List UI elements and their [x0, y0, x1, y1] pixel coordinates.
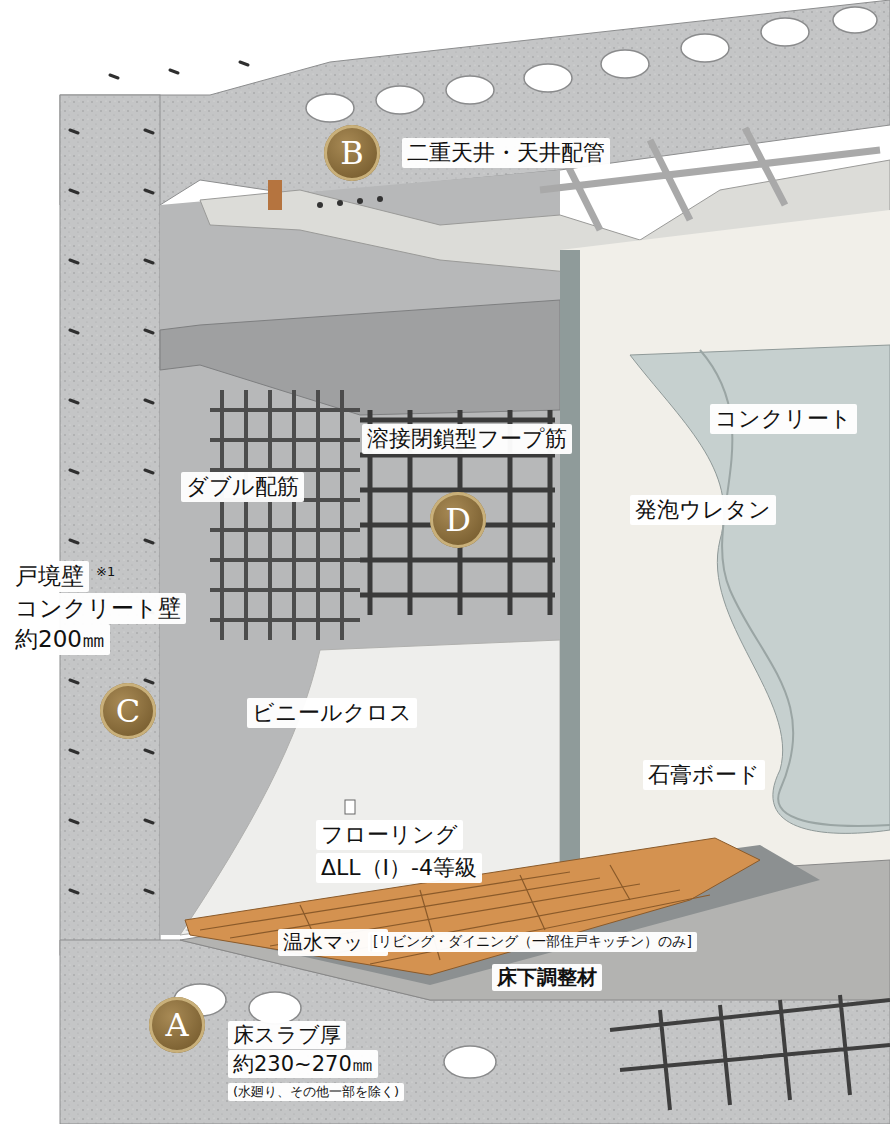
- ceiling-pipes: [268, 180, 383, 210]
- part-label: 石膏ボード: [643, 760, 765, 790]
- part-label: (水廻り、その他一部を除く): [228, 1083, 404, 1101]
- part-label: 約200㎜: [10, 624, 110, 655]
- flooring: [185, 838, 760, 975]
- floor-rebar: [610, 995, 890, 1110]
- part-label: 溶接閉鎖型フープ筋: [362, 424, 572, 454]
- part-label: コンクリート壁: [10, 593, 186, 624]
- part-label: コンクリート: [710, 404, 857, 434]
- callout-letter: C: [116, 692, 140, 730]
- part-label: 二重天井・天井配管: [402, 138, 610, 168]
- part-label: 床下調整材: [492, 964, 602, 991]
- back-wall: [160, 170, 560, 935]
- callout-letter: A: [165, 1006, 188, 1044]
- callout-circle: B: [324, 125, 380, 181]
- callout-circle: D: [430, 492, 486, 548]
- room-wall: [560, 210, 890, 900]
- part-label: 床スラブ厚: [228, 1021, 346, 1049]
- part-label: 約230~270㎜: [228, 1050, 378, 1078]
- callout-circle: A: [149, 997, 205, 1053]
- part-label: ΔLL（I）-4等級: [316, 853, 482, 883]
- part-label: 戸境壁: [10, 561, 89, 592]
- double-rebar: [210, 390, 360, 640]
- callout-letter: D: [445, 501, 471, 539]
- gypsum-board-edge: [700, 350, 890, 826]
- wall-edge: [560, 250, 580, 900]
- urethane-foam: [630, 345, 890, 833]
- callout-circle: C: [100, 683, 156, 739]
- party-wall: [60, 95, 160, 955]
- part-label: フローリング: [316, 820, 463, 850]
- callout-letter: B: [340, 134, 364, 172]
- part-label: ビニールクロス: [247, 698, 417, 728]
- part-label: 発泡ウレタン: [630, 495, 776, 525]
- part-label: ※1: [96, 564, 115, 580]
- part-label: [リビング・ダイニング（一部住戸キッチン）のみ]: [368, 932, 697, 952]
- outlet: [345, 800, 355, 814]
- part-label: ダブル配筋: [181, 472, 304, 502]
- floor-voids: [174, 984, 496, 1078]
- slab-voids: [306, 7, 877, 122]
